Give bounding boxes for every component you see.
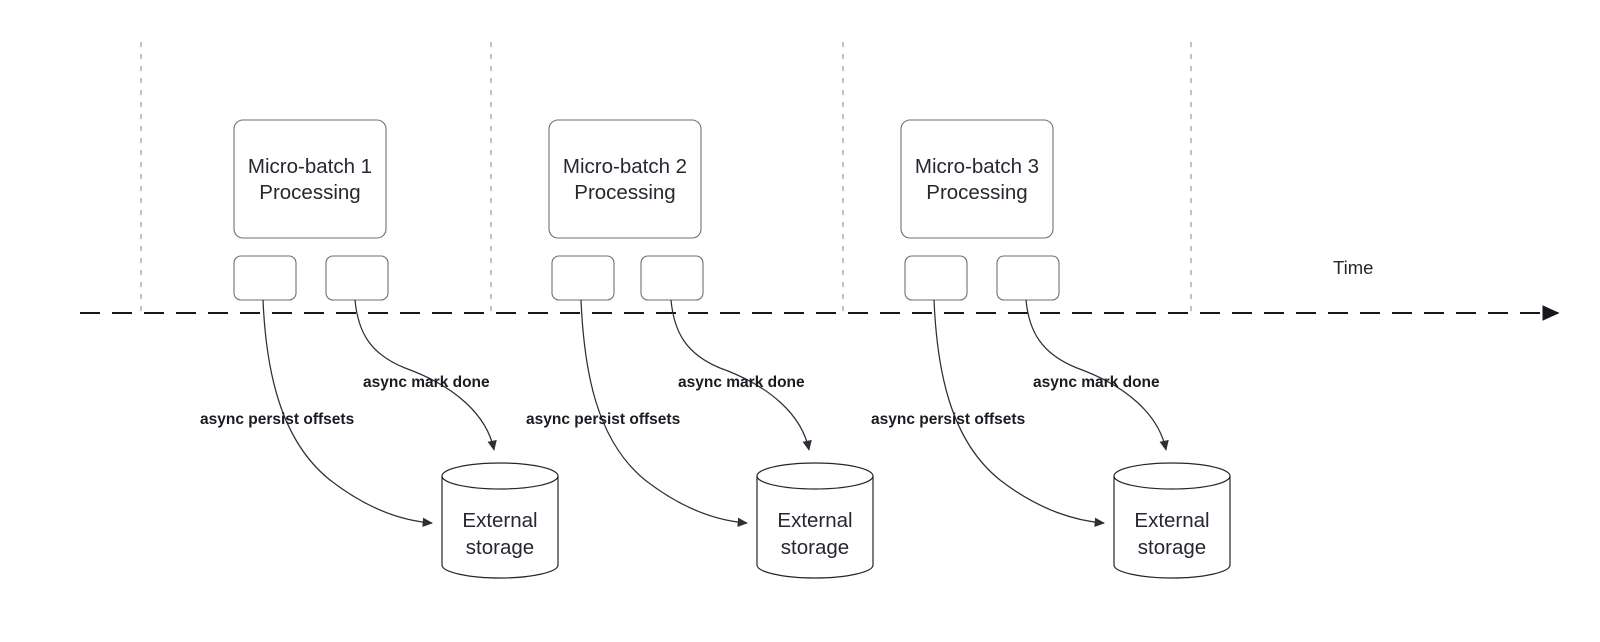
external-storage-cylinder-1[interactable]: [441, 462, 559, 579]
annotation-persist-offsets-1: async persist offsets: [200, 411, 354, 428]
micro-batch-box-3[interactable]: [900, 119, 1054, 239]
task-box-2a[interactable]: [551, 255, 615, 301]
external-storage-cylinder-2[interactable]: [756, 462, 874, 579]
external-storage-3-label-line2: storage: [1138, 536, 1206, 559]
micro-batch-box-1-label-line1: Micro-batch 1: [248, 155, 372, 178]
micro-batch-box-1-label-line2: Processing: [259, 181, 360, 204]
tick-lines: [140, 42, 1192, 318]
task-box-1a[interactable]: [233, 255, 297, 301]
task-box-2b[interactable]: [640, 255, 704, 301]
annotation-mark-done-2: async mark done: [678, 374, 805, 391]
annotation-mark-done-3: async mark done: [1033, 374, 1160, 391]
annotation-mark-done-1: async mark done: [363, 374, 490, 391]
persist-offsets-curve-2: [580, 299, 748, 527]
external-storage-1-label-line1: External: [462, 509, 537, 532]
micro-batch-box-2-label-line1: Micro-batch 2: [563, 155, 687, 178]
external-storage-1-label-line2: storage: [466, 536, 534, 559]
time-axis-label: Time: [1333, 257, 1373, 278]
external-storage-2-label-line2: storage: [781, 536, 849, 559]
persist-offsets-curve-1: [262, 299, 433, 527]
task-box-3b[interactable]: [996, 255, 1060, 301]
external-storage-3-label-line1: External: [1134, 509, 1209, 532]
mark-done-curve-1: [354, 299, 497, 451]
task-box-3a[interactable]: [904, 255, 968, 301]
micro-batch-box-2[interactable]: [548, 119, 702, 239]
micro-batch-group-2: Micro-batch 2 Processing async persist o…: [526, 119, 874, 579]
external-storage-2-label-line1: External: [777, 509, 852, 532]
micro-batch-box-1[interactable]: [233, 119, 387, 239]
micro-batch-group-3: Micro-batch 3 Processing async persist o…: [871, 119, 1231, 579]
micro-batch-box-3-label-line1: Micro-batch 3: [915, 155, 1039, 178]
annotation-persist-offsets-2: async persist offsets: [526, 411, 680, 428]
persist-offsets-curve-3: [933, 299, 1105, 527]
micro-batch-box-2-label-line2: Processing: [574, 181, 675, 204]
micro-batch-group-1: Micro-batch 1 Processing async persist o…: [200, 119, 559, 579]
micro-batch-box-3-label-line2: Processing: [926, 181, 1027, 204]
external-storage-cylinder-3[interactable]: [1113, 462, 1231, 579]
annotation-persist-offsets-3: async persist offsets: [871, 411, 1025, 428]
mark-done-curve-3: [1025, 299, 1169, 451]
mark-done-curve-2: [670, 299, 812, 451]
task-box-1b[interactable]: [325, 255, 389, 301]
